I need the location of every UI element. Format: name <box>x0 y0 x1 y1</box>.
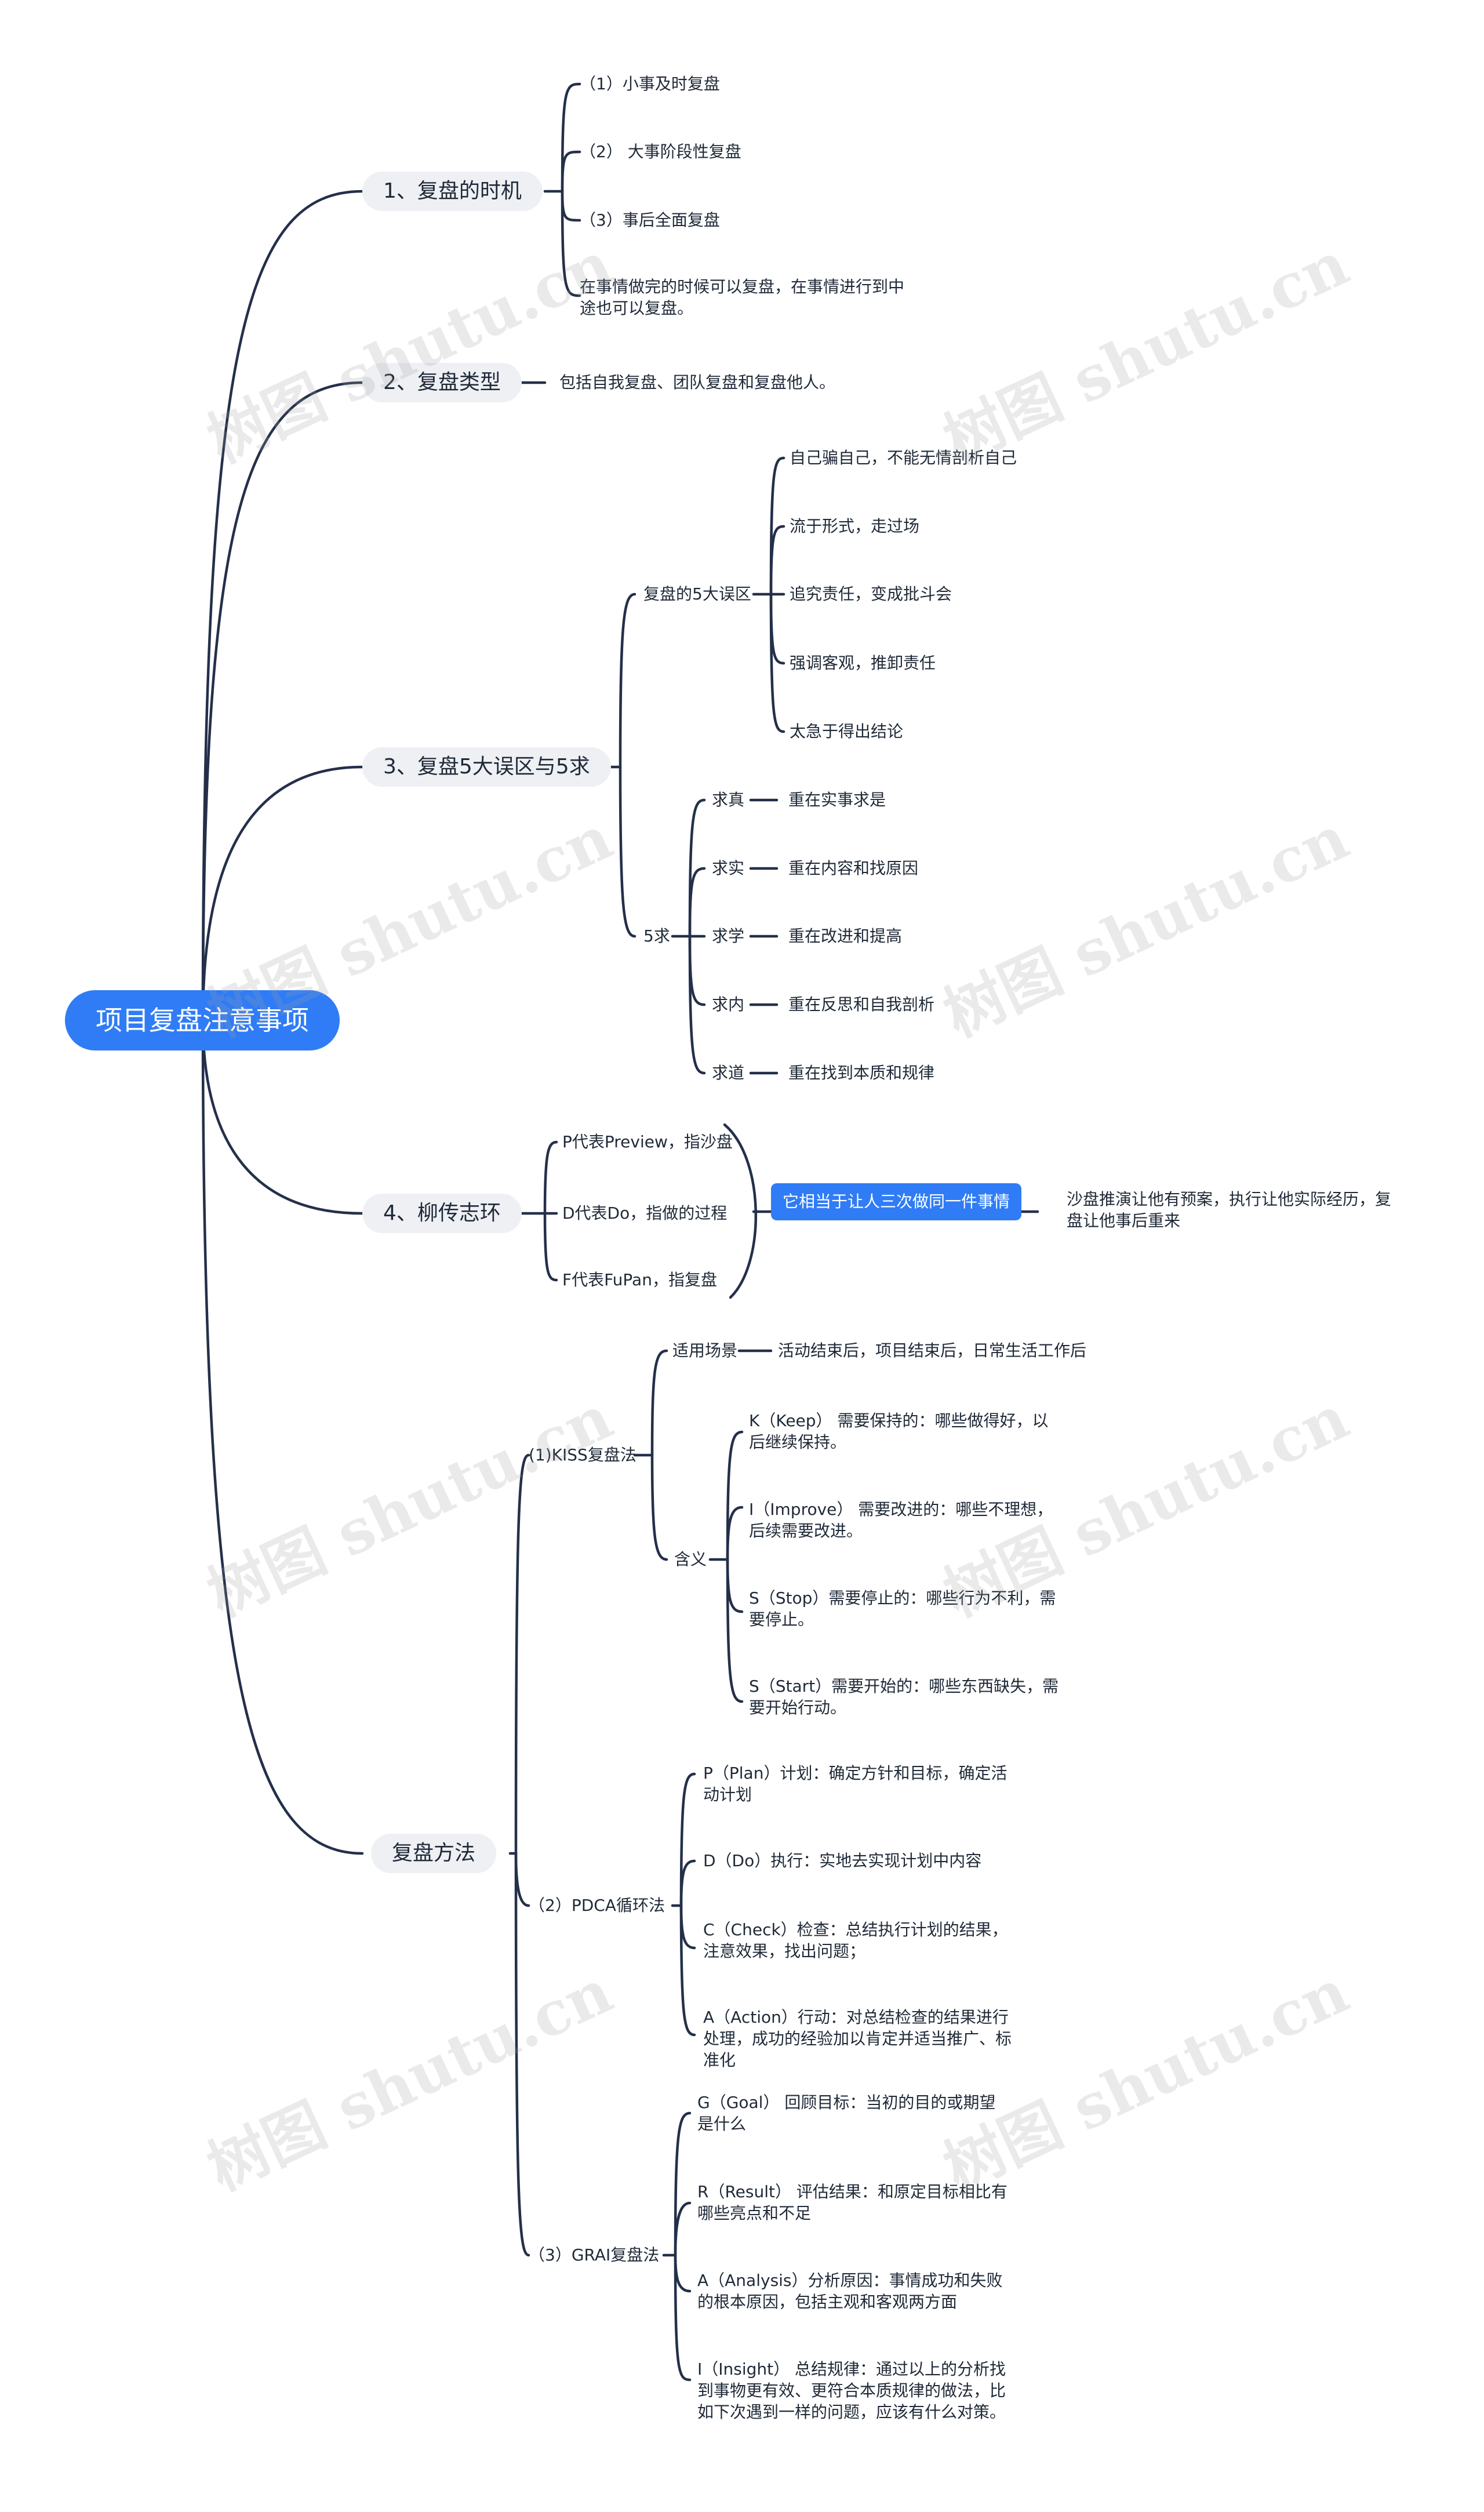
seek-name[interactable]: 求实 <box>712 859 745 878</box>
mistake-item[interactable]: 太急于得出结论 <box>790 722 904 741</box>
seek-desc[interactable]: 重在反思和自我剖析 <box>788 995 935 1014</box>
seek-desc[interactable]: 重在内容和找原因 <box>788 859 919 878</box>
kiss-item[interactable]: S（Start）需要开始的：哪些东西缺失，需要开始行动。 <box>749 1677 1059 1717</box>
kiss-method[interactable]: (1)KISS复盘法 <box>529 1445 636 1464</box>
branch-review-timing[interactable]: 1、复盘的时机 <box>362 172 543 211</box>
timing-item[interactable]: （3）事后全面复盘 <box>580 210 720 230</box>
kiss-meaning-label[interactable]: 含义 <box>674 1550 707 1569</box>
grai-item[interactable]: I（Insight） 总结规律：通过以上的分析找到事物更有效、更符合本质规律的做… <box>697 2360 1006 2422</box>
mistakes-node[interactable]: 复盘的5大误区 <box>643 584 751 604</box>
loop-item[interactable]: F代表FuPan，指复盘 <box>562 1270 717 1289</box>
kiss-item[interactable]: I（Improve） 需要改进的：哪些不理想，后续需要改进。 <box>749 1500 1053 1540</box>
loop-item[interactable]: P代表Preview，指沙盘 <box>562 1132 733 1151</box>
branch-mistakes-and-seeks[interactable]: 3、复盘5大误区与5求 <box>362 747 611 787</box>
seek-desc[interactable]: 重在改进和提高 <box>788 926 903 946</box>
seek-desc[interactable]: 重在找到本质和规律 <box>788 1063 935 1082</box>
timing-note[interactable]: 在事情做完的时候可以复盘，在事情进行到中途也可以复盘。 <box>580 277 905 318</box>
pdca-method[interactable]: （2）PDCA循环法 <box>529 1896 665 1915</box>
root-topic[interactable]: 项目复盘注意事项 <box>65 990 340 1050</box>
pdca-item[interactable]: C（Check）检查：总结执行计划的结果，注意效果，找出问题； <box>703 1920 1008 1961</box>
mistake-item[interactable]: 追究责任，变成批斗会 <box>790 584 952 604</box>
branch-liu-chuanzhi-loop[interactable]: 4、柳传志环 <box>362 1194 522 1233</box>
seek-name[interactable]: 求真 <box>712 790 745 809</box>
mistake-item[interactable]: 自己骗自己，不能无情剖析自己 <box>790 448 1017 467</box>
grai-item[interactable]: R（Result） 评估结果：和原定目标相比有哪些亮点和不足 <box>697 2182 1007 2223</box>
grai-item[interactable]: G（Goal） 回顾目标：当初的目的或期望是什么 <box>697 2093 996 2133</box>
kiss-item[interactable]: K（Keep） 需要保持的：哪些做得好，以后继续保持。 <box>749 1411 1049 1452</box>
kiss-scene-text[interactable]: 活动结束后，项目结束后，日常生活工作后 <box>778 1341 1087 1360</box>
mistake-item[interactable]: 流于形式，走过场 <box>790 517 920 536</box>
branch-review-methods[interactable]: 复盘方法 <box>371 1834 497 1873</box>
kiss-scene-label[interactable]: 适用场景 <box>672 1341 738 1360</box>
pdca-item[interactable]: P（Plan）计划：确定方针和目标，确定活动计划 <box>703 1764 1007 1804</box>
timing-item[interactable]: （2） 大事阶段性复盘 <box>580 142 741 161</box>
seek-name[interactable]: 求内 <box>712 995 745 1014</box>
loop-summary[interactable]: 它相当于让人三次做同一件事情 <box>771 1183 1022 1220</box>
branch-review-types[interactable]: 2、复盘类型 <box>362 363 522 402</box>
timing-item[interactable]: （1）小事及时复盘 <box>580 74 720 93</box>
pdca-item[interactable]: A（Action）行动：对总结检查的结果进行处理，成功的经验加以肯定并适当推广、… <box>703 2008 1012 2070</box>
seek-name[interactable]: 求学 <box>712 926 745 946</box>
mistake-item[interactable]: 强调客观，推卸责任 <box>790 653 936 672</box>
seeks-node[interactable]: 5求 <box>643 926 670 946</box>
grai-item[interactable]: A（Analysis）分析原因：事情成功和失败的根本原因，包括主观和客观两方面 <box>697 2271 1003 2311</box>
kiss-item[interactable]: S（Stop）需要停止的：哪些行为不利，需要停止。 <box>749 1588 1056 1629</box>
seek-name[interactable]: 求道 <box>712 1063 745 1082</box>
loop-item[interactable]: D代表Do，指做的过程 <box>562 1204 728 1223</box>
grai-method[interactable]: （3）GRAI复盘法 <box>529 2245 660 2264</box>
pdca-item[interactable]: D（Do）执行：实地去实现计划中内容 <box>703 1851 982 1870</box>
seek-desc[interactable]: 重在实事求是 <box>788 790 886 809</box>
types-note[interactable]: 包括自我复盘、团队复盘和复盘他人。 <box>559 373 836 392</box>
loop-note[interactable]: 沙盘推演让他有预案，执行让他实际经历，复盘让他事后重来 <box>1067 1190 1392 1230</box>
